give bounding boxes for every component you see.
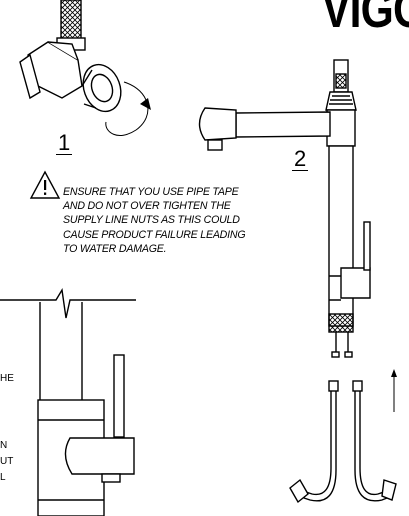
brand-logo: VIGO: [322, 0, 409, 39]
cropped-text-fragment: HE: [0, 373, 14, 384]
angle-valve-illustration: [19, 0, 151, 136]
faucet-illustration: [198, 59, 371, 358]
warning-line: TO WATER DAMAGE.: [63, 242, 167, 255]
warning-line: AND DO NOT OVER TIGHTEN THE: [63, 200, 231, 213]
rotation-arrow: [105, 81, 149, 136]
faucet-handle: [340, 267, 371, 299]
cropped-text-fragment: L: [0, 472, 6, 483]
cropped-text-fragment: N: [0, 440, 8, 451]
warning-line: CAUSE PRODUCT FAILURE LEADING: [63, 228, 246, 241]
warning-triangle-icon: [29, 170, 61, 199]
warning-line: ENSURE THAT YOU USE PIPE TAPE: [63, 186, 239, 198]
step-number-2: 2: [292, 146, 309, 171]
warning-text: ENSURE THAT YOU USE PIPE TAPE AND DO NOT…: [63, 185, 293, 256]
braided-hose-segment: [60, 0, 82, 41]
supply-hoses-illustration: [289, 369, 397, 504]
faucet-detail-cropped: [0, 287, 136, 516]
warning-line: SUPPLY LINE NUTS AS THIS COULD: [63, 214, 240, 227]
step-number-1: 1: [56, 130, 73, 155]
cropped-text-fragment: UT: [0, 456, 14, 467]
